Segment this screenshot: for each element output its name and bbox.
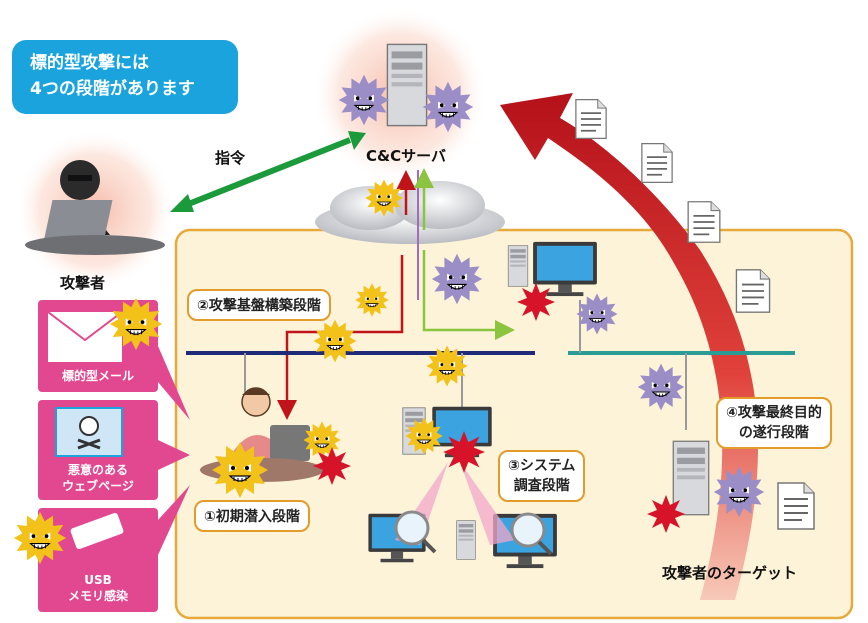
vector-usb-line-1: USB <box>84 573 112 587</box>
stage-4-label: ④攻撃最終目的 の遂行段階 <box>716 397 832 449</box>
document-icon <box>776 481 816 531</box>
infection-burst <box>647 495 685 533</box>
exfiltration-arrow <box>500 93 758 600</box>
document-icon <box>735 268 771 314</box>
document-icon <box>687 200 721 244</box>
infection-burst <box>517 283 555 321</box>
document-icon <box>641 142 673 184</box>
vector-usb-line-2: メモリ感染 <box>67 589 128 603</box>
server-icon <box>386 43 428 127</box>
target-tower <box>672 440 710 516</box>
attacker-label: 攻撃者 <box>60 274 106 292</box>
attacker-figure <box>25 160 165 255</box>
vector-email-label: 標的型メール <box>61 369 134 383</box>
stage-3-line-2: 調査段階 <box>513 478 570 494</box>
infection-burst <box>313 447 351 485</box>
magnifier-icon <box>394 510 430 546</box>
internet-cloud <box>315 181 505 244</box>
stage-4-line-1: ④攻撃最終目的 <box>726 405 822 421</box>
stage-1-label: ①初期潜入段階 <box>194 500 310 532</box>
stage-4-line-2: の遂行段階 <box>738 425 809 441</box>
stage-3-label: ③システム 調査段階 <box>498 450 586 502</box>
command-arrow <box>184 137 352 208</box>
vector-usb-label: USB メモリ感染 <box>40 572 156 604</box>
target-tower <box>507 245 529 287</box>
target-label: 攻撃者のターゲット <box>662 564 798 582</box>
stage-3-line-1: ③システム <box>508 458 576 474</box>
cc-server-label: C&Cサーバ <box>366 147 446 165</box>
document-icon <box>575 98 607 140</box>
vector-web-box <box>38 400 190 500</box>
vector-web-label: 悪意のある ウェブページ <box>40 462 156 494</box>
stage-2-label: ②攻撃基盤構築段階 <box>187 289 331 321</box>
infection-burst <box>443 431 485 473</box>
intro-line-2: 4つの段階があります <box>30 79 195 99</box>
intro-callout: 標的型攻撃には 4つの段階があります <box>12 40 238 114</box>
vector-usb-box <box>38 485 190 612</box>
command-label: 指令 <box>215 149 246 167</box>
intro-line-1: 標的型攻撃には <box>30 53 149 73</box>
vector-web-line-2: ウェブページ <box>62 479 134 493</box>
vector-web-line-1: 悪意のある <box>67 463 128 477</box>
target-tower <box>456 520 476 560</box>
magnifier-icon <box>510 512 546 548</box>
